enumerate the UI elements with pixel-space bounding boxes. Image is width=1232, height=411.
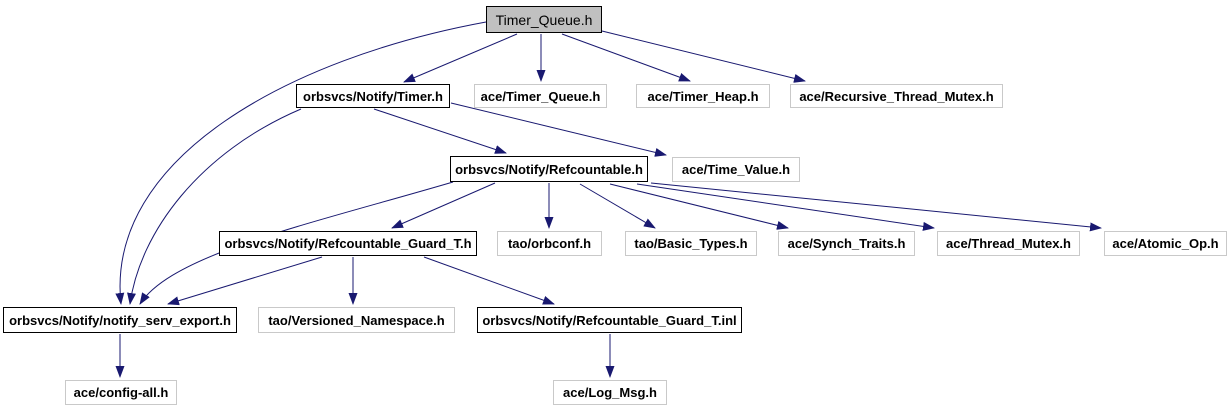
node-ace-recursive-thread-mutex-h: ace/Recursive_Thread_Mutex.h bbox=[790, 84, 1003, 108]
edge-notify-refcountable-guard-t-h-to-notify-refcountable-guard-t-inl bbox=[423, 256, 555, 305]
edge-notify-refcountable-h-to-notify-refcountable-guard-t-h bbox=[391, 182, 496, 229]
node-notify-serv-export-h[interactable]: orbsvcs/Notify/notify_serv_export.h bbox=[3, 307, 237, 333]
node-ace-atomic-op-h: ace/Atomic_Op.h bbox=[1104, 231, 1227, 256]
node-ace-config-all-h: ace/config-all.h bbox=[65, 380, 177, 405]
edge-timer-queue-h-to-ace-timer-heap-h bbox=[561, 33, 691, 82]
node-ace-thread-mutex-h: ace/Thread_Mutex.h bbox=[937, 231, 1080, 256]
node-ace-time-value-h: ace/Time_Value.h bbox=[672, 157, 800, 182]
node-ace-log-msg-h: ace/Log_Msg.h bbox=[553, 380, 667, 405]
node-notify-refcountable-guard-t-inl[interactable]: orbsvcs/Notify/Refcountable_Guard_T.inl bbox=[477, 307, 742, 333]
edge-notify-refcountable-h-to-ace-synch-traits-h bbox=[609, 183, 789, 230]
edge-notify-refcountable-h-to-ace-atomic-op-h bbox=[650, 182, 1102, 232]
edge-notify-timer-h-to-ace-time-value-h bbox=[450, 102, 667, 157]
edge-notify-refcountable-h-to-ace-thread-mutex-h bbox=[636, 183, 935, 231]
node-tao-orbconf-h: tao/orbconf.h bbox=[497, 231, 602, 256]
node-ace-synch-traits-h: ace/Synch_Traits.h bbox=[778, 231, 915, 256]
node-ace-timer-queue-h: ace/Timer_Queue.h bbox=[474, 84, 607, 108]
edge-timer-queue-h-to-notify-timer-h bbox=[403, 33, 518, 83]
edge-notify-timer-h-to-notify-serv-export-h bbox=[127, 108, 302, 305]
edge-notify-timer-h-to-notify-refcountable-h bbox=[373, 108, 507, 154]
node-notify-refcountable-h[interactable]: orbsvcs/Notify/Refcountable.h bbox=[450, 156, 648, 182]
node-tao-basic-types-h: tao/Basic_Types.h bbox=[625, 231, 757, 256]
edge-notify-refcountable-h-to-tao-basic-types-h bbox=[579, 183, 656, 229]
node-notify-refcountable-guard-t-h[interactable]: orbsvcs/Notify/Refcountable_Guard_T.h bbox=[219, 231, 477, 256]
edge-timer-queue-h-to-notify-serv-export-h bbox=[115, 21, 487, 305]
edge-notify-refcountable-guard-t-h-to-notify-serv-export-h bbox=[167, 256, 323, 306]
node-timer-queue-h: Timer_Queue.h bbox=[486, 6, 602, 33]
node-ace-timer-heap-h: ace/Timer_Heap.h bbox=[636, 84, 770, 108]
node-notify-timer-h[interactable]: orbsvcs/Notify/Timer.h bbox=[296, 84, 450, 108]
edge-timer-queue-h-to-ace-recursive-thread-mutex-h bbox=[601, 30, 806, 83]
node-tao-versioned-namespace-h: tao/Versioned_Namespace.h bbox=[258, 307, 455, 333]
